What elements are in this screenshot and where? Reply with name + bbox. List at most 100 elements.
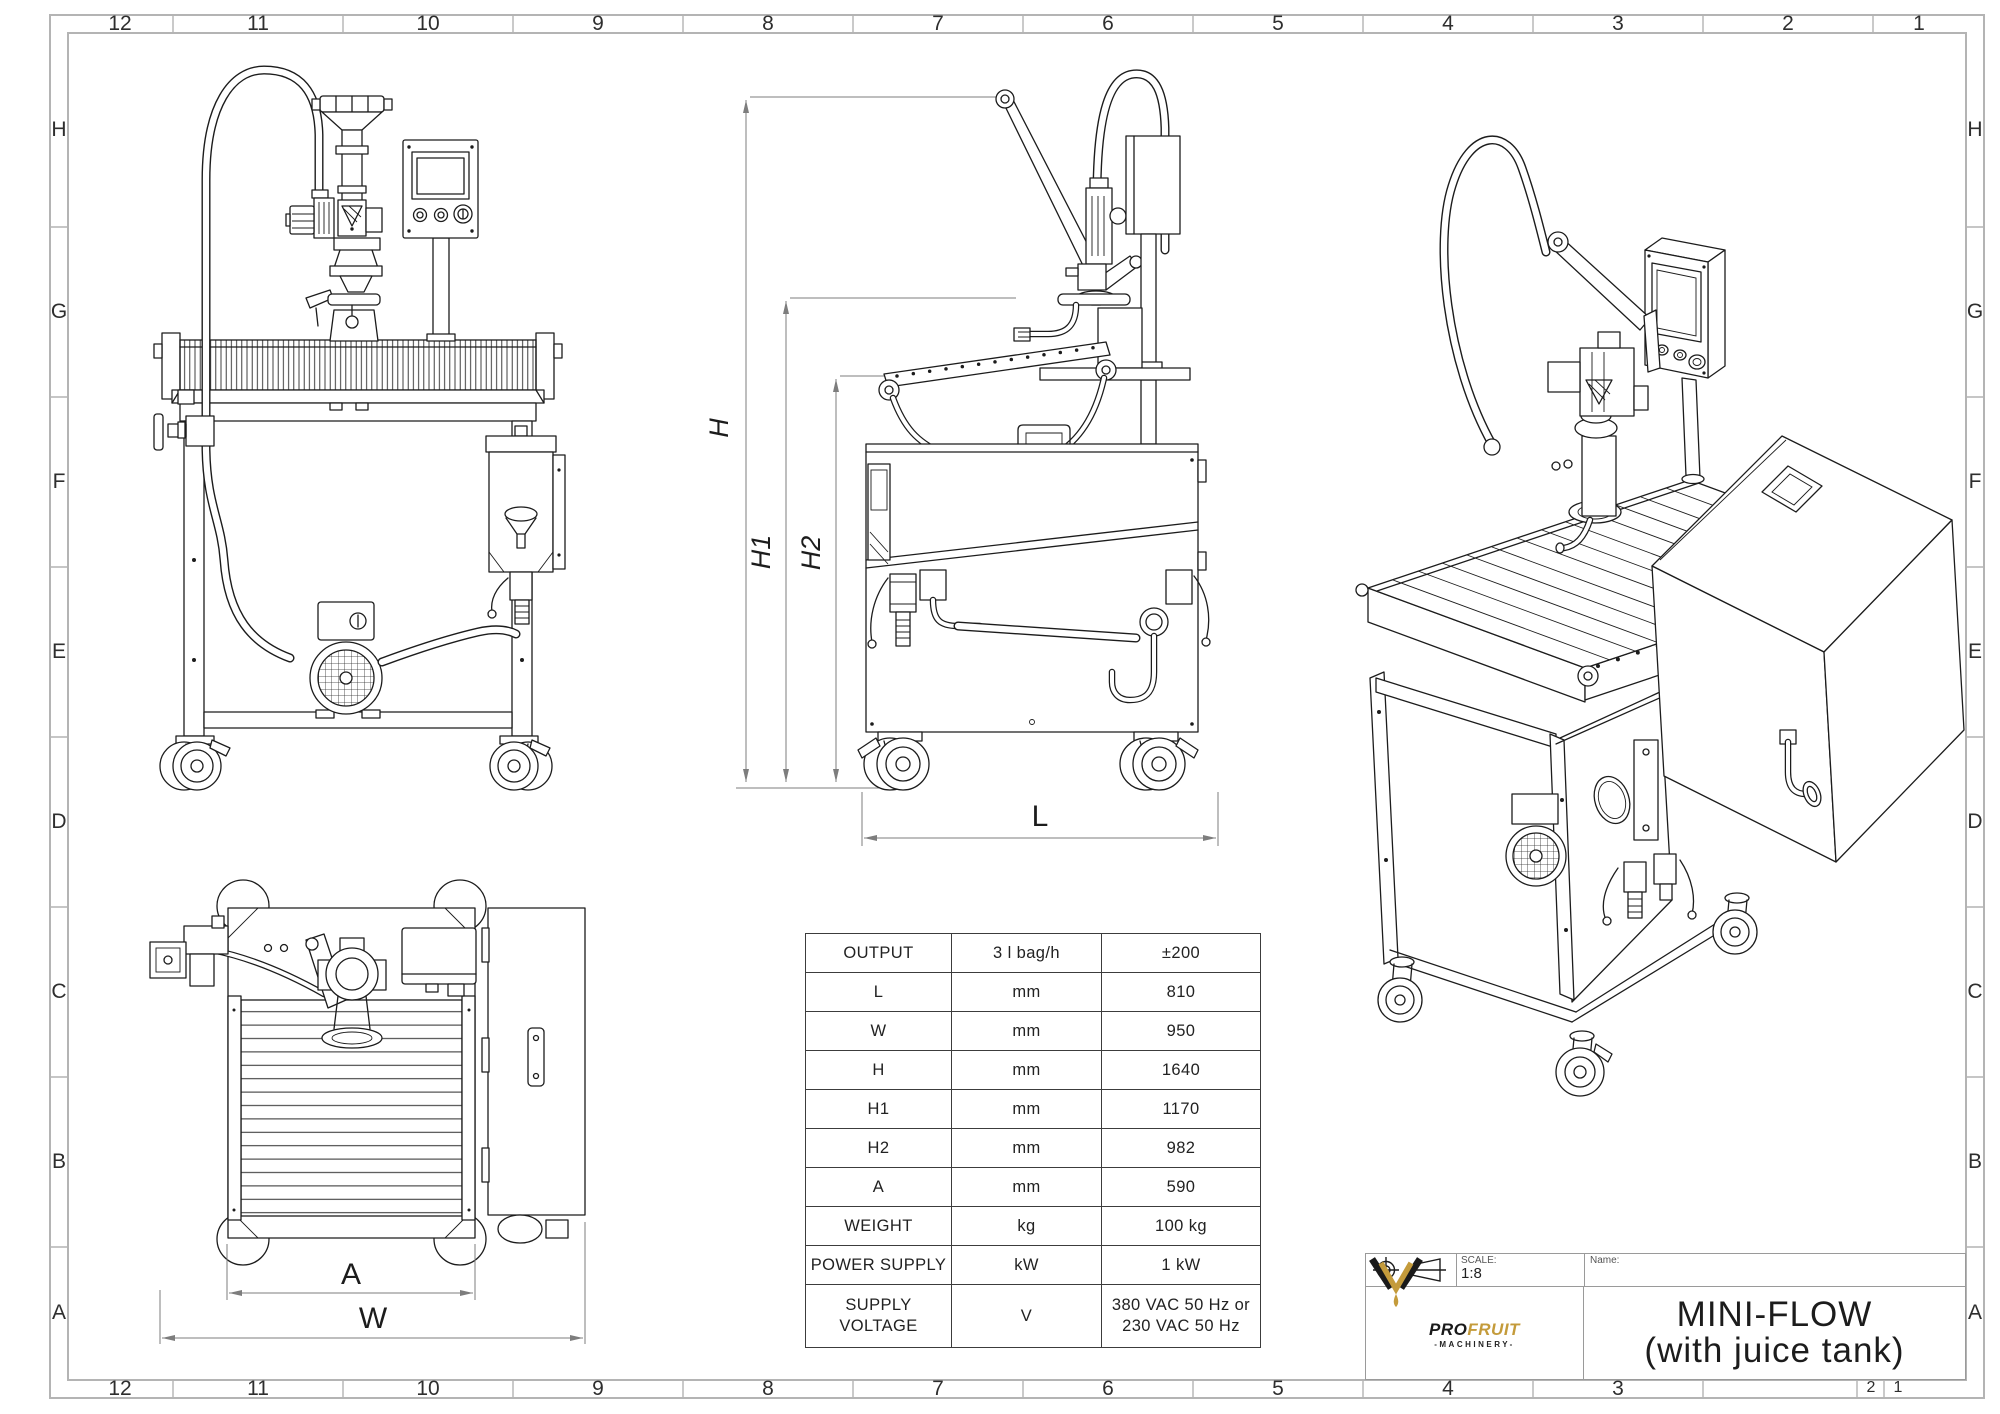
spec-value: 1 kW	[1161, 1255, 1201, 1274]
spec-value: 380 VAC 50 Hz or 230 VAC 50 Hz	[1111, 1296, 1251, 1335]
profruit-logo-text: PROFRUIT	[1429, 1321, 1520, 1338]
grid-column-label-top: 5	[1272, 12, 1284, 35]
spec-unit: 3 l bag/h	[952, 934, 1102, 972]
spec-unit: mm	[952, 1129, 1102, 1167]
grid-row-label-left: D	[51, 810, 67, 833]
side-valves	[867, 569, 1211, 704]
grid-column-label-top: 2	[1782, 12, 1794, 35]
front-frame	[179, 402, 537, 737]
grid-column-label-bottom: 6	[1102, 1377, 1114, 1400]
dim-label-a: A	[341, 1258, 361, 1291]
grid-row-label-left: B	[51, 1150, 67, 1173]
front-hose	[201, 65, 521, 667]
side-tank	[865, 424, 1207, 733]
grid-column-label-bottom: 11	[247, 1377, 269, 1400]
grid-column-label-top: 3	[1612, 12, 1624, 35]
spec-value: 950	[1166, 1021, 1196, 1040]
scale-cell: SCALE: 1:8	[1457, 1254, 1585, 1286]
grid-row-label-left: H	[51, 118, 67, 141]
iso-cart	[1369, 671, 1737, 1023]
iso-casters	[1377, 892, 1758, 1097]
profruit-logo-icon	[1369, 1257, 1423, 1307]
front-control-panel	[402, 139, 479, 342]
grid-column-label-top: 8	[762, 12, 774, 35]
spec-label: POWER SUPPLY	[806, 1246, 952, 1284]
dim-label-h2: H2	[796, 536, 826, 571]
grid-row-label-right: D	[1967, 810, 1983, 833]
spec-label: SUPPLY VOLTAGE	[806, 1285, 952, 1347]
grid-row-label-right: E	[1967, 640, 1983, 663]
iso-lever	[1547, 231, 1661, 373]
top-control-box	[401, 927, 477, 997]
side-control-panel	[1039, 135, 1191, 445]
side-view: H H1 H2 L	[704, 69, 1219, 846]
grid-column-label-bottom: 5	[1272, 1377, 1284, 1400]
spec-label: A	[806, 1168, 952, 1206]
dim-label-l: L	[1032, 800, 1049, 833]
spec-value: 590	[1166, 1177, 1196, 1196]
grid-row-label-left: A	[51, 1301, 67, 1324]
front-funnel-assembly	[285, 95, 393, 342]
grid-column-label-top: 11	[247, 12, 269, 35]
front-view	[153, 65, 566, 791]
grid-column-label-top: 6	[1102, 12, 1114, 35]
spec-unit: mm	[952, 1012, 1102, 1050]
spec-value: 1170	[1162, 1099, 1200, 1118]
front-left-valve	[153, 389, 215, 451]
grid-column-label-top: 4	[1442, 12, 1454, 35]
spec-unit: mm	[952, 973, 1102, 1011]
grid-row-label-left: G	[50, 300, 68, 323]
logo-fruit: FRUIT	[1467, 1319, 1520, 1339]
dim-label-w: W	[359, 1302, 388, 1335]
title-block: SCALE: 1:8 Name: PROFRUIT -MACHINERY- MI…	[1365, 1253, 1966, 1380]
spec-value: 982	[1166, 1138, 1196, 1157]
grid-column-label-top: 12	[108, 12, 132, 35]
grid-column-label-top: 10	[416, 12, 440, 35]
side-hose	[1092, 69, 1170, 305]
grid-column-label-bottom: 9	[592, 1377, 604, 1400]
grid-column-label-bottom: 12	[108, 1377, 132, 1400]
spec-unit: kW	[952, 1246, 1102, 1284]
spec-unit: mm	[952, 1051, 1102, 1089]
spec-value: ±200	[1161, 943, 1201, 962]
spec-unit: mm	[952, 1090, 1102, 1128]
front-juice-hopper	[485, 425, 566, 625]
spec-value: 810	[1166, 982, 1196, 1001]
iso-hose	[1439, 135, 1551, 456]
spec-label: OUTPUT	[806, 934, 952, 972]
grid-row-label-right: B	[1967, 1150, 1983, 1173]
grid-column-label-bottom: 4	[1442, 1377, 1454, 1400]
dim-label-h1: H1	[746, 535, 776, 570]
logo-pro: PRO	[1429, 1319, 1468, 1339]
spec-value: 1640	[1161, 1060, 1201, 1079]
profruit-logo: PROFRUIT -MACHINERY-	[1366, 1257, 1584, 1379]
spec-label: W	[806, 1012, 952, 1050]
grid-column-label-bottom: 7	[932, 1377, 944, 1400]
spec-label: H1	[806, 1090, 952, 1128]
grid-column-label-top: 1	[1913, 12, 1925, 35]
grid-column-label-top: 9	[592, 12, 604, 35]
grid-row-label-right: A	[1967, 1301, 1983, 1324]
grid-column-label-bottom: 10	[416, 1377, 440, 1400]
dim-label-h: H	[704, 418, 734, 438]
grid-column-label-bottom: 2	[1866, 1379, 1876, 1396]
iso-fittings	[1593, 739, 1697, 926]
grid-row-label-right: F	[1968, 470, 1982, 493]
side-filling-head	[1013, 177, 1143, 342]
scale-value: 1:8	[1461, 1265, 1482, 1282]
spec-label: L	[806, 973, 952, 1011]
scale-label: SCALE:	[1461, 1255, 1497, 1266]
isometric-view	[1355, 135, 1965, 1097]
side-dimensions: H H1 H2 L	[704, 96, 1219, 846]
grid-column-label-top: 7	[932, 12, 944, 35]
title-block-top-row: SCALE: 1:8 Name:	[1366, 1254, 1965, 1287]
front-casters	[159, 735, 553, 791]
